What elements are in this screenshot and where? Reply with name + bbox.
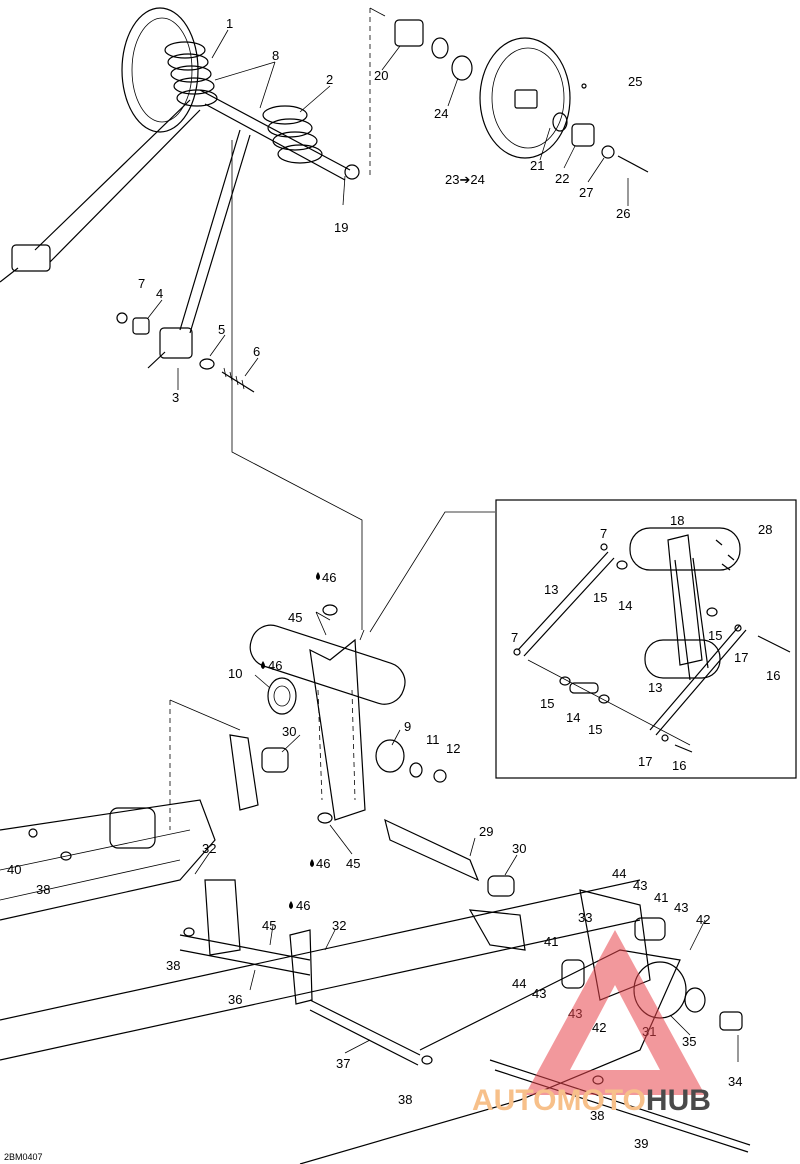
callout: 24 xyxy=(434,106,448,121)
callout: 42 xyxy=(696,912,710,927)
callout: 20 xyxy=(374,68,388,83)
callout: 30 xyxy=(512,841,526,856)
callout: 45 xyxy=(288,610,302,625)
callout: 15 xyxy=(588,722,602,737)
callout: 46 xyxy=(322,570,336,585)
detail-inset xyxy=(495,499,797,779)
swing-arm-assembly xyxy=(229,604,515,897)
callout: 38 xyxy=(166,958,180,973)
callout: 43 xyxy=(633,878,647,893)
leader-lines xyxy=(147,29,739,1062)
callout: 43 xyxy=(674,900,688,915)
callout: 39 xyxy=(634,1136,648,1151)
lubricant-drop-icons xyxy=(261,572,320,909)
callout: 35 xyxy=(682,1034,696,1049)
callout: 5 xyxy=(218,322,225,337)
svg-text:AUTOMOTOHUB: AUTOMOTOHUB xyxy=(472,1084,711,1117)
callout: 37 xyxy=(336,1056,350,1071)
callout: 32 xyxy=(202,841,216,856)
callout: 42 xyxy=(592,1020,606,1035)
callout: 46 xyxy=(296,898,310,913)
oil-drop-icon xyxy=(261,661,265,669)
callout: 7 xyxy=(138,276,145,291)
callout: 21 xyxy=(530,158,544,173)
callout: 6 xyxy=(253,344,260,359)
watermark-text-automoto: AUTOMOTO xyxy=(472,1084,646,1117)
callout: 1 xyxy=(226,16,233,31)
callout: 11 xyxy=(426,732,440,747)
callout: 14 xyxy=(618,598,632,613)
callout: 44 xyxy=(612,866,626,881)
callout: 40 xyxy=(7,862,21,877)
callout: 13 xyxy=(544,582,558,597)
oil-drop-icon xyxy=(310,859,314,867)
rail-frame xyxy=(0,799,751,1164)
callout: 18 xyxy=(670,513,684,528)
callout: 15 xyxy=(593,590,607,605)
callout: 28 xyxy=(758,522,772,537)
callout: 44 xyxy=(512,976,526,991)
callout: 26 xyxy=(616,206,630,221)
callout: 41 xyxy=(654,890,668,905)
callout: 17 xyxy=(638,754,652,769)
callout: 10 xyxy=(228,666,242,681)
callout: 9 xyxy=(404,719,411,734)
callout: 38 xyxy=(36,882,50,897)
oil-drop-icon xyxy=(316,572,320,580)
callout: 46 xyxy=(316,856,330,871)
callout: 38 xyxy=(398,1092,412,1107)
callout: 15 xyxy=(540,696,554,711)
callout: 43 xyxy=(532,986,546,1001)
callout: 7 xyxy=(600,526,607,541)
callout: 29 xyxy=(479,824,493,839)
callout: 7 xyxy=(511,630,518,645)
watermark-text-hub: HUB xyxy=(646,1084,711,1117)
watermark-triangle-icon xyxy=(525,930,705,1095)
callout: 23➔24 xyxy=(445,172,485,187)
oil-drop-icon xyxy=(289,901,293,909)
callout-labels: 1 8 2 19 20 24 25 21 22 27 23➔24 26 7 4 … xyxy=(7,16,780,1151)
reference-lines xyxy=(169,7,495,830)
callout: 3 xyxy=(172,390,179,405)
callout: 8 xyxy=(272,48,279,63)
callout: 27 xyxy=(579,185,593,200)
callout: 45 xyxy=(262,918,276,933)
callout: 45 xyxy=(346,856,360,871)
callout: 13 xyxy=(648,680,662,695)
callout: 46 xyxy=(268,658,282,673)
callout: 4 xyxy=(156,286,163,301)
reference-code: 2BM0407 xyxy=(4,1152,43,1162)
idler-wheel-assembly xyxy=(0,7,649,393)
callout: 30 xyxy=(282,724,296,739)
watermark: AUTOMOTOHUB xyxy=(472,930,711,1117)
callout: 14 xyxy=(566,710,580,725)
callout: 19 xyxy=(334,220,348,235)
callout: 16 xyxy=(766,668,780,683)
callout: 36 xyxy=(228,992,242,1007)
callout: 15 xyxy=(708,628,722,643)
callout: 25 xyxy=(628,74,642,89)
callout: 41 xyxy=(544,934,558,949)
callout: 34 xyxy=(728,1074,742,1089)
callout: 17 xyxy=(734,650,748,665)
callout: 2 xyxy=(326,72,333,87)
callout: 33 xyxy=(578,910,592,925)
callout: 22 xyxy=(555,171,569,186)
callout: 32 xyxy=(332,918,346,933)
callout: 12 xyxy=(446,741,460,756)
callout: 38 xyxy=(590,1108,604,1123)
callout: 16 xyxy=(672,758,686,773)
